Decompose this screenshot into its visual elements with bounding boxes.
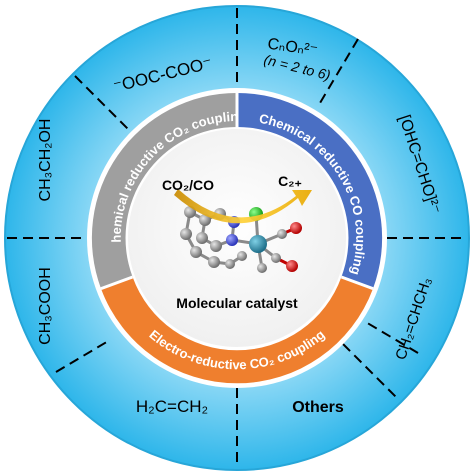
arc-separators [100,93,374,291]
product-acetic-acid: CH₃COOH [37,267,54,345]
arc-chemical-co2 [91,92,237,289]
product-others: Others [292,399,344,416]
center-reactant: CO₂/CO [162,177,214,193]
arc-chemical-co [237,92,383,289]
arc-electro-co2 [101,277,373,384]
product-ethylene: H₂C=CH₂ [136,397,208,416]
product-cnon: CₙOₙ²⁻ [266,36,318,60]
center-product: C₂₊ [278,173,302,189]
reaction-arrow [174,189,312,224]
center-caption: Molecular catalyst [176,295,298,311]
product-ethanol: CH₃CH₂OH [37,119,54,202]
segment-dividers [7,8,467,468]
